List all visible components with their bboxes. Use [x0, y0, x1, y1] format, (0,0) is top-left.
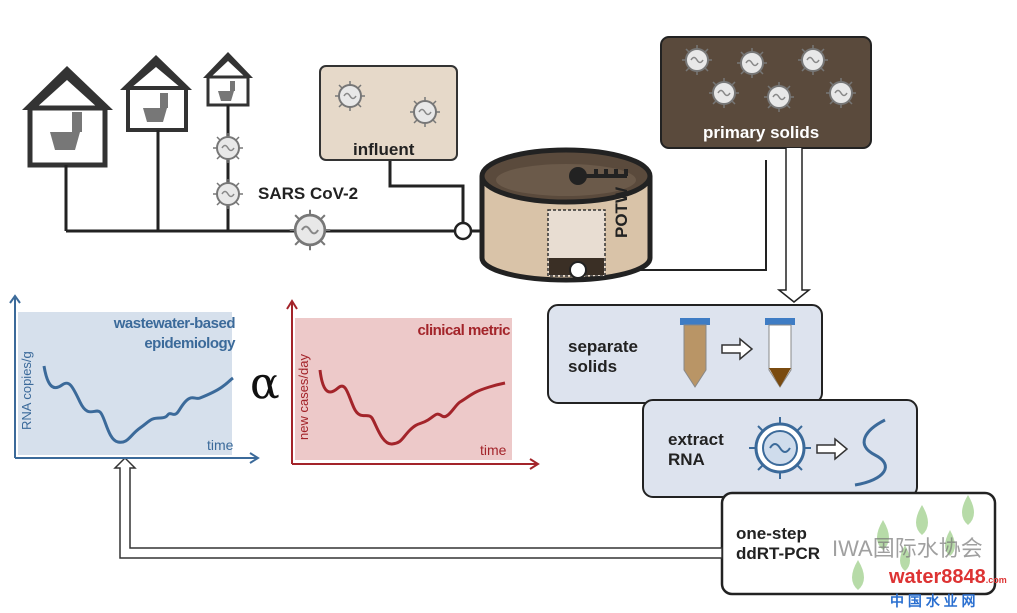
- house-icon-large: [22, 66, 113, 168]
- double-arrow-down: [776, 148, 812, 303]
- primary-solids-label: primary solids: [703, 123, 820, 142]
- wbe-x-axis-label: time: [207, 437, 234, 453]
- arrow-right-icon: [721, 337, 754, 361]
- virus-icon: [409, 96, 441, 128]
- label-line: extract: [668, 430, 724, 449]
- brand-suffix: .com: [985, 575, 1007, 585]
- tube-icon-mixed: [680, 318, 710, 388]
- watermark-iwa: IWA国际水协会: [832, 536, 983, 561]
- label-line: RNA: [668, 450, 705, 469]
- clinical-x-axis-label: time: [480, 442, 507, 458]
- clinical-series-line: [318, 369, 506, 446]
- rna-strand-icon: [854, 418, 887, 487]
- wbe-chart: [9, 294, 260, 464]
- tube-icon-separated: [765, 318, 795, 388]
- house-icon-small: [203, 52, 253, 107]
- title-line: wastewater-based: [113, 315, 236, 332]
- wbe-chart-title: wastewater-based epidemiology: [40, 314, 236, 354]
- arrow-right-icon: [816, 437, 849, 461]
- label-line: separate: [568, 337, 638, 356]
- label-line: ddRT-PCR: [736, 544, 821, 563]
- house-icon-medium: [120, 55, 192, 132]
- virus-label: SARS CoV-2: [258, 184, 359, 203]
- brand-text: water8848: [889, 566, 986, 588]
- potw-label: POTW: [612, 187, 631, 238]
- title-line: epidemiology: [144, 335, 235, 352]
- clinical-y-axis-label: new cases/day: [296, 354, 311, 440]
- clinical-chart: [286, 299, 540, 470]
- watermark-brand: water8848.com: [889, 566, 1007, 592]
- potw-tank-icon: [479, 147, 653, 283]
- droplets-icon: [852, 495, 974, 590]
- proportional-symbol: α: [250, 358, 280, 409]
- wbe-y-axis-label: RNA copies/g: [19, 351, 34, 430]
- label-line: one-step: [736, 524, 807, 543]
- clinical-chart-title: clinical metric: [417, 322, 510, 339]
- wbe-series-line: [42, 365, 234, 444]
- virus-rna-icon: [749, 417, 811, 479]
- influent-label: influent: [353, 140, 415, 159]
- double-arrow-return: [113, 456, 723, 559]
- virus-icon: [334, 80, 366, 112]
- watermark-sub: 中 国 水 业 网: [890, 593, 976, 609]
- label-line: solids: [568, 357, 618, 376]
- junction-node: [453, 221, 473, 241]
